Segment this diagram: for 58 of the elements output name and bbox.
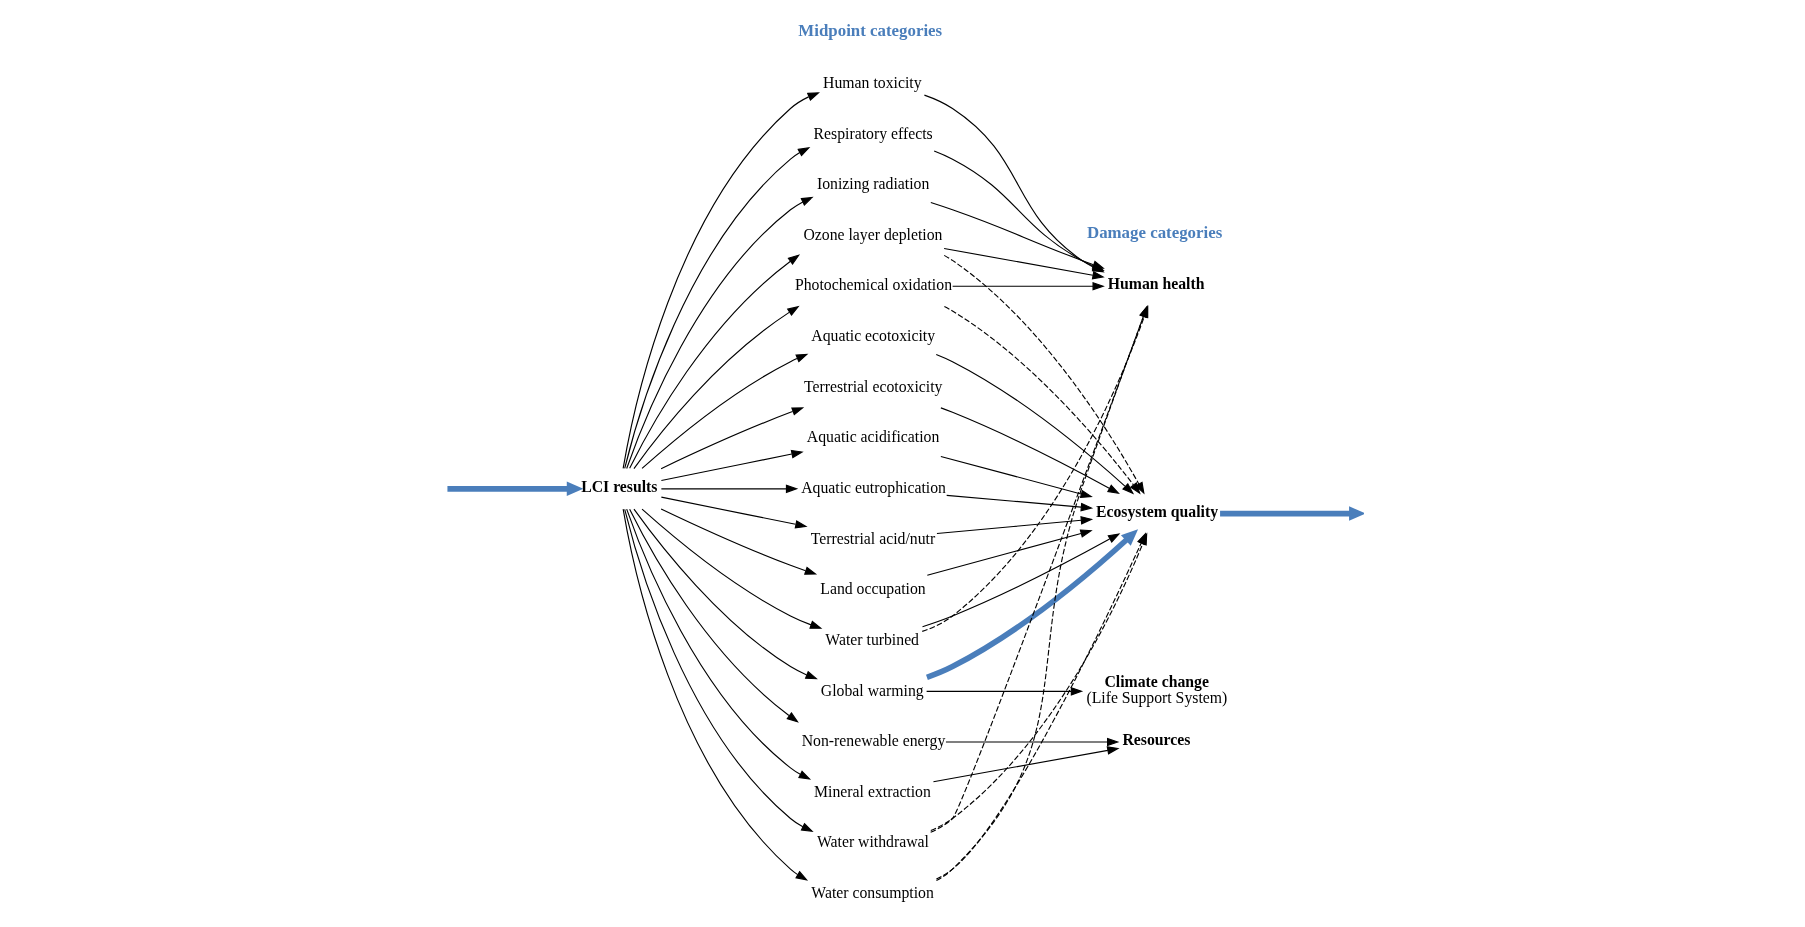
node-text: Aquatic acidification: [806, 428, 939, 446]
arrow: [921, 533, 1120, 628]
arrow: [622, 92, 820, 469]
arrow: [943, 306, 1141, 495]
arrow: [641, 353, 808, 469]
arrow: [925, 687, 1083, 696]
arrow: [660, 508, 817, 575]
arrow: [935, 353, 1134, 495]
arrow: [935, 516, 1093, 535]
node-text: Ozone layer depletion: [802, 225, 942, 243]
node-text: Water consumption: [810, 884, 934, 902]
node-text: Water withdrawal: [816, 833, 929, 851]
arrow: [632, 508, 818, 680]
node-text: Resources: [1121, 731, 1190, 749]
node-text: Ecosystem quality: [1095, 502, 1218, 520]
node-text: Global warming: [820, 681, 924, 699]
arrow: [943, 254, 1145, 495]
node-text: Respiratory effects: [813, 124, 933, 142]
node-text: LCI results: [580, 477, 657, 495]
label: Midpoint categories: [797, 20, 942, 40]
node-text: Terrestrial ecotoxicity: [803, 377, 942, 395]
arrow: [632, 305, 800, 470]
arrow: [623, 147, 810, 469]
node-text: Land occupation: [819, 580, 926, 598]
arrow: [925, 529, 1138, 680]
arrow: [944, 737, 1119, 747]
arrow: [660, 496, 808, 529]
node-text: Aquatic eutrophication: [800, 478, 946, 496]
arrow: [628, 254, 800, 469]
arrow: [623, 508, 814, 832]
node-text: Aquatic ecotoxicity: [810, 327, 935, 345]
node-text: Water turbined: [824, 630, 919, 648]
arrow: [932, 746, 1120, 783]
arrow: [625, 196, 814, 470]
node-text: Human health: [1107, 275, 1204, 293]
node-text: Non-renewable energy: [801, 732, 945, 750]
label: Damage categories: [1086, 223, 1222, 243]
arrow: [939, 455, 1093, 499]
arrow: [641, 508, 822, 629]
node-text: Ionizing radiation: [816, 175, 929, 193]
node-text: Photochemical oxidation: [794, 276, 952, 294]
arrow: [625, 508, 811, 780]
arrow: [926, 529, 1093, 576]
arrow: [622, 508, 808, 881]
arrow: [446, 481, 583, 497]
arrow: [1219, 506, 1364, 521]
arrow: [929, 201, 1105, 269]
node-text: Terrestrial acid/nutr: [810, 529, 935, 547]
arrow: [945, 494, 1093, 512]
arrow: [660, 449, 804, 482]
arrow: [628, 508, 799, 723]
arrow: [939, 407, 1120, 495]
arrow: [660, 484, 798, 494]
arrow: [660, 407, 804, 470]
node-text: Human toxicity: [822, 73, 922, 91]
arrow: [951, 281, 1105, 291]
node-text: Mineral extraction: [813, 782, 931, 800]
node-text: Climate change: [1103, 673, 1209, 691]
